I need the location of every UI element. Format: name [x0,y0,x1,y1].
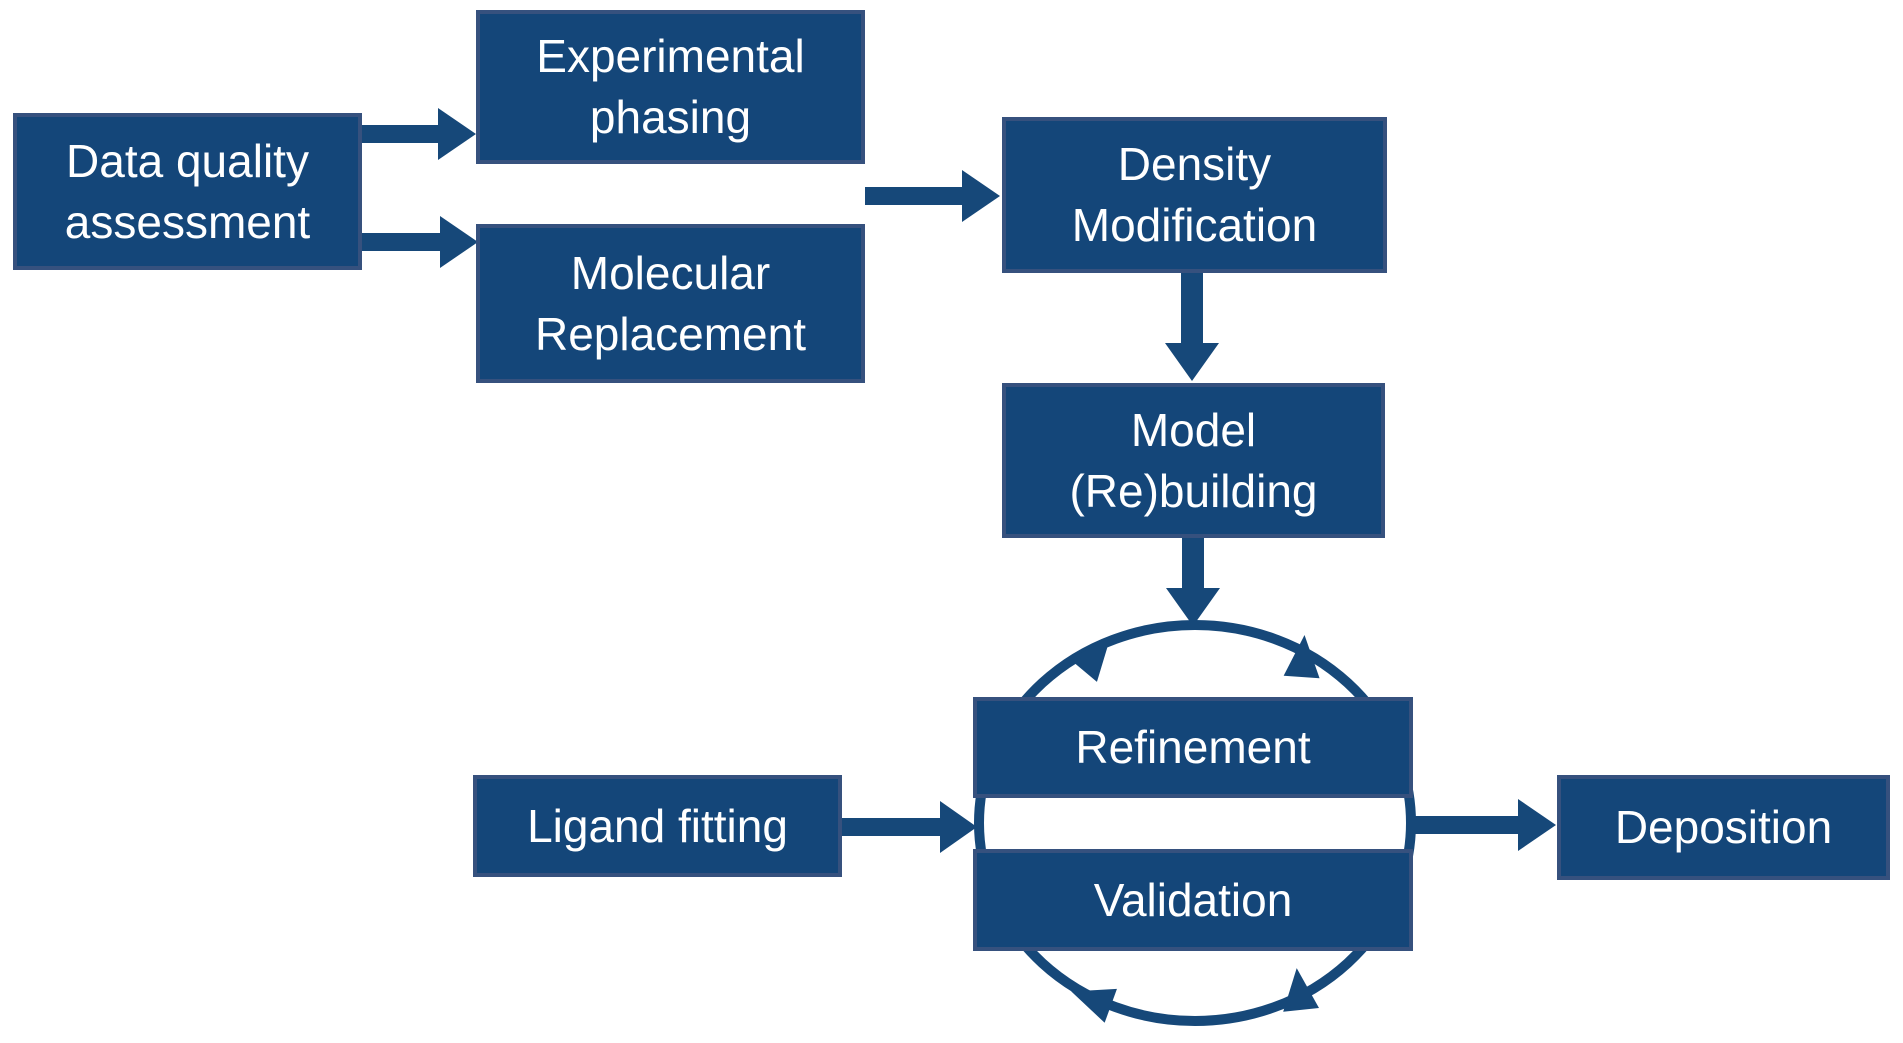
node-label: Molecular Replacement [534,246,807,360]
node-label: Model (Re)building [1069,403,1318,517]
arrow-densitymodification-to-modelrebuilding [1165,273,1219,381]
node-refinement: Refinement [973,697,1413,798]
node-deposition: Deposition [1557,775,1890,880]
node-label: Deposition [1614,801,1833,854]
cycle-arrowhead-top-right [1283,635,1320,679]
arrow-dataquality-to-experimentalphasing [362,108,476,160]
node-ligand-fitting: Ligand fitting [473,775,842,877]
arrow-ligandfitting-to-cycle [842,801,977,853]
node-validation: Validation [973,849,1413,951]
node-label: Experimental phasing [536,30,805,143]
arrow-modelrebuilding-to-cycle [1166,538,1220,626]
arrow-phasing-to-densitymodification [865,170,1000,222]
node-density-modification: Density Modification [1002,117,1387,273]
node-label: Validation [1093,873,1293,926]
arrow-dataquality-to-molecularreplacement [362,216,478,268]
node-label: Ligand fitting [527,799,788,852]
cycle-arrowhead-bottom-right [1283,968,1319,1012]
node-label: Refinement [1075,721,1311,774]
node-label: Density Modification [1071,138,1318,251]
cycle-ring [974,620,1416,1026]
arrow-cycle-to-deposition [1411,799,1556,851]
node-data-quality-assessment: Data quality assessment [13,113,362,270]
node-label: Data quality assessment [64,134,311,248]
node-experimental-phasing: Experimental phasing [476,10,865,164]
node-model-rebuilding: Model (Re)building [1002,383,1385,538]
node-molecular-replacement: Molecular Replacement [476,224,865,383]
cycle-arrowhead-top-left [1069,638,1111,682]
cycle-arrowhead-bottom-left [1071,988,1117,1023]
